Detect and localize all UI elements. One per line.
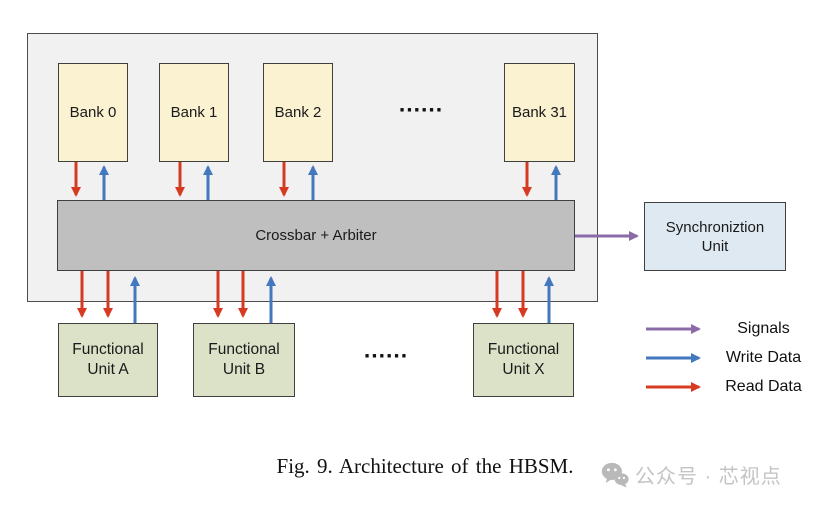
legend-label-signals: Signals	[737, 320, 790, 337]
sync-unit-label: Synchroniztion Unit	[665, 218, 765, 255]
wechat-icon	[601, 462, 629, 487]
watermark-text: 公众号 · 芯视点	[635, 465, 782, 488]
bank-2-box: Bank 2	[263, 63, 333, 162]
functional-unit-b-label: Functional Unit B	[208, 341, 280, 378]
bank-31-box: Bank 31	[504, 63, 575, 162]
functional-unit-x-label: Functional Unit X	[487, 341, 560, 378]
functional-unit-a-label: Functional Unit A	[72, 341, 144, 378]
legend-label-write-data: Write Data	[725, 349, 802, 366]
bank-1-box: Bank 1	[159, 63, 229, 162]
watermark: 公众号 · 芯视点	[601, 458, 782, 490]
signals-arrow-icon	[646, 324, 701, 334]
functional-unit-a-box: Functional Unit A	[58, 323, 158, 397]
figure-caption: Fig. 9. Architecture of the HBSM.	[276, 454, 574, 478]
synchronization-unit-box: Synchroniztion Unit	[644, 202, 786, 271]
read-data-arrow-icon	[646, 382, 701, 392]
legend-label-read-data: Read Data	[725, 378, 802, 395]
functional-units-ellipsis: ......	[363, 335, 409, 362]
legend-item-signals: Signals	[645, 319, 817, 339]
functional-unit-b-box: Functional Unit B	[193, 323, 295, 397]
legend-item-write-data: Write Data	[645, 348, 817, 368]
functional-unit-x-box: Functional Unit X	[473, 323, 574, 397]
legend-item-read-data: Read Data	[645, 377, 817, 397]
bank-0-label: Bank 0	[69, 104, 117, 121]
bank-0-box: Bank 0	[58, 63, 128, 162]
bank-2-label: Bank 2	[274, 104, 322, 121]
crossbar-label: Crossbar + Arbiter	[255, 227, 377, 244]
bank-31-label: Bank 31	[511, 104, 568, 121]
banks-ellipsis: ......	[398, 89, 444, 116]
bank-1-label: Bank 1	[170, 104, 218, 121]
crossbar-arbiter-box: Crossbar + Arbiter	[57, 200, 575, 271]
write-data-arrow-icon	[646, 353, 701, 363]
